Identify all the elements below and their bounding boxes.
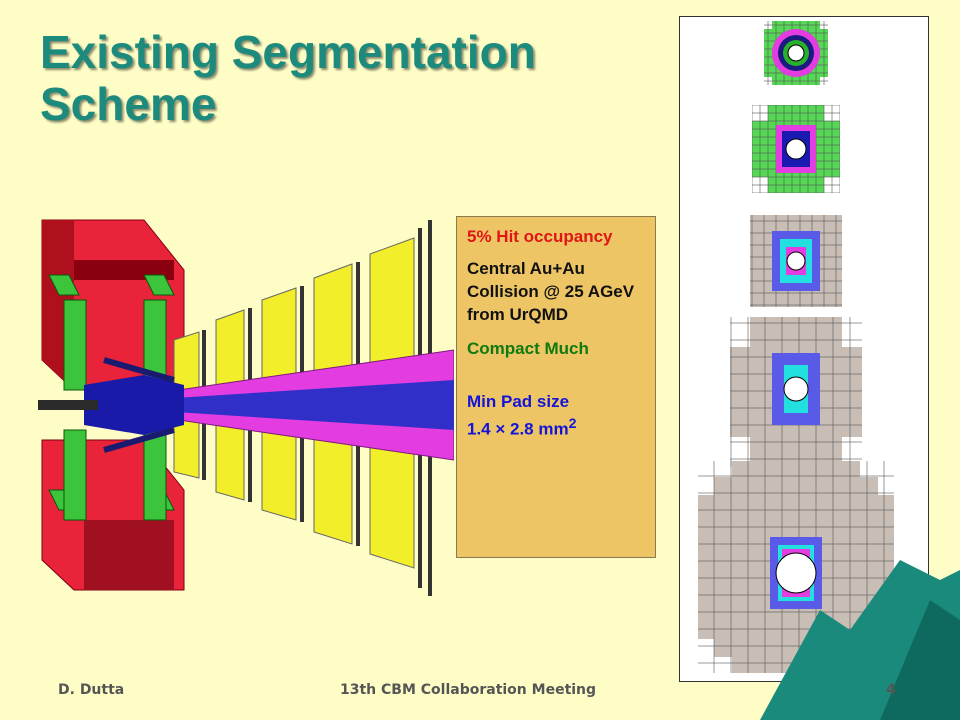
min-pad-size-sup: 2 [568, 416, 577, 432]
collision-description-text: Central Au+Au Collision @ 25 AGeV from U… [467, 259, 635, 324]
much-detector-3d-image [38, 219, 454, 596]
station-3 [750, 215, 842, 307]
slide-title: Existing Segmentation Scheme [40, 26, 536, 130]
footer-page-number: 4 [886, 682, 896, 698]
hit-occupancy-text: 5% Hit occupancy [467, 227, 613, 246]
station-1 [764, 21, 828, 85]
min-pad-size-text: Min Pad size 1.4 × 2.8 mm2 [467, 390, 645, 441]
compact-much-text: Compact Much [467, 339, 589, 358]
footer-meeting: 13th CBM Collaboration Meeting [340, 682, 597, 698]
info-box: 5% Hit occupancy Central Au+Au Collision… [456, 216, 656, 558]
min-pad-size-label: Min Pad size [467, 392, 570, 411]
station-2 [752, 105, 840, 193]
station-4 [730, 317, 862, 467]
min-pad-size-value: 1.4 × 2.8 mm [467, 419, 569, 439]
footer-author: D. Dutta [58, 682, 125, 698]
mountain-decoration [760, 560, 960, 720]
